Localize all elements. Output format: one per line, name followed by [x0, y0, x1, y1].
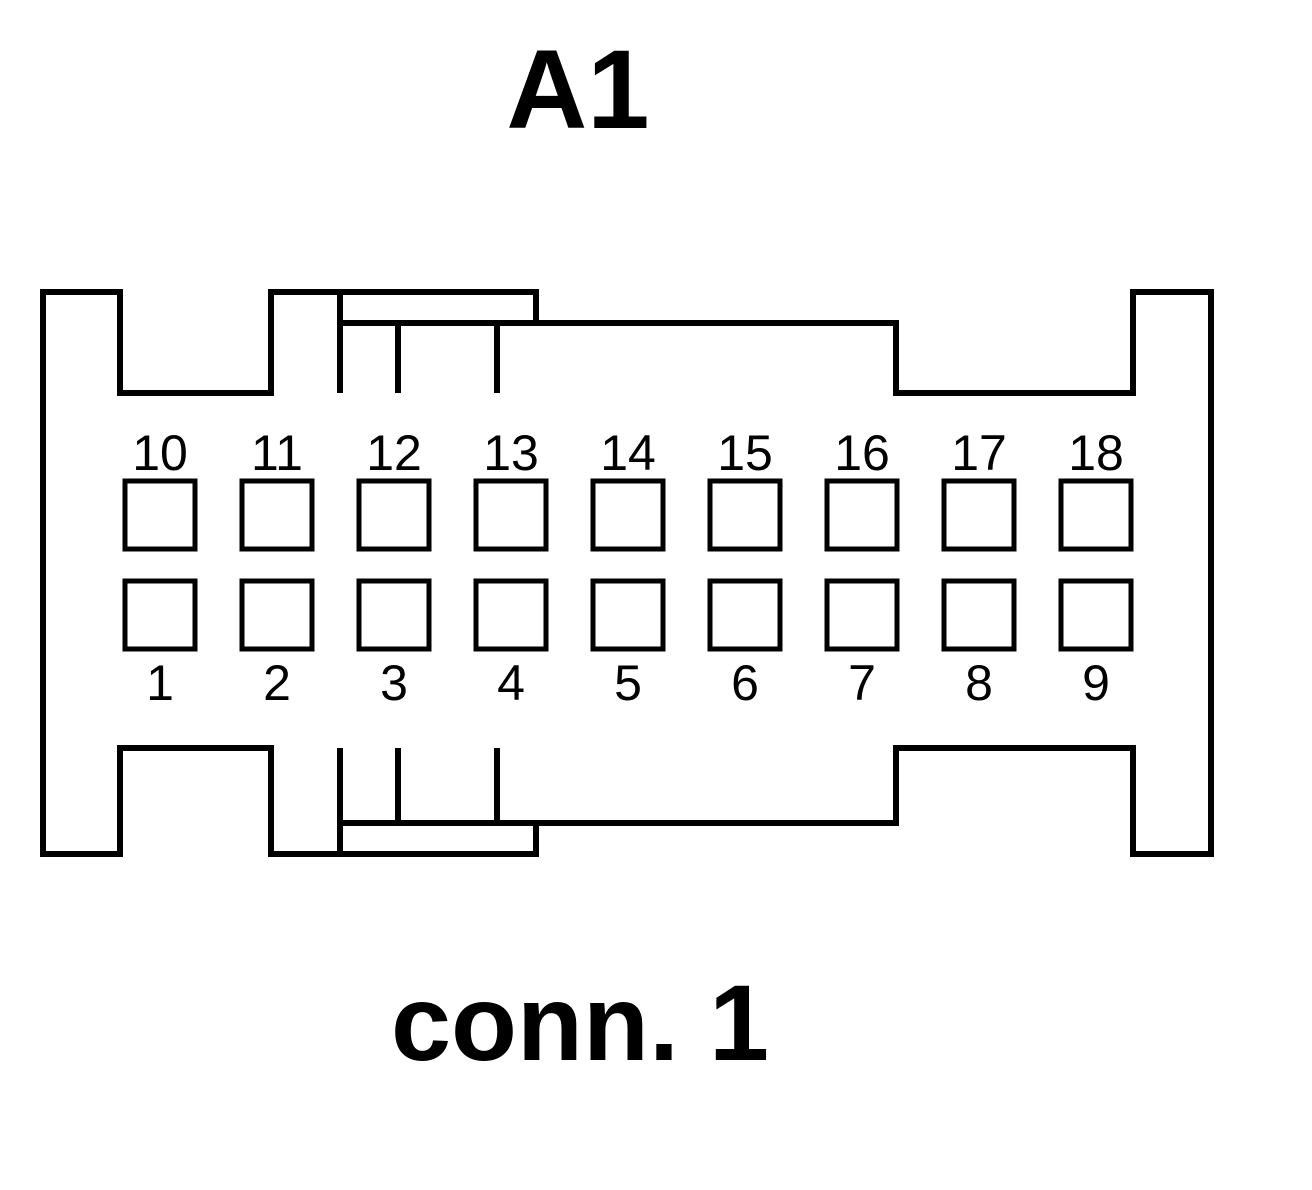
pin-16-cavity	[824, 478, 900, 552]
pin-11-label: 11	[251, 425, 303, 481]
pin-11-cavity	[239, 478, 315, 552]
pin-8-label: 8	[965, 655, 993, 711]
pin-9-label: 9	[1082, 655, 1110, 711]
pin-3-cavity	[356, 578, 432, 652]
pin-row-top: 10 11 12 13 14 15 16 17 18	[122, 425, 1134, 552]
top-latch	[337, 292, 536, 393]
pin-17-label: 17	[951, 425, 1007, 481]
pin-4-label: 4	[497, 655, 525, 711]
pin-14-label: 14	[600, 425, 656, 481]
pin-12-cavity	[356, 478, 432, 552]
pin-18-cavity	[1058, 478, 1134, 552]
pin-1-label: 1	[146, 655, 174, 711]
pin-1-cavity	[122, 578, 198, 652]
pin-7-label: 7	[848, 655, 876, 711]
connector-housing	[40, 289, 1214, 857]
pin-row-bottom: 1 2 3 4 5 6 7 8 9	[122, 578, 1134, 711]
pin-15-label: 15	[717, 425, 773, 481]
pin-8-cavity	[941, 578, 1017, 652]
pin-12-label: 12	[366, 425, 422, 481]
pin-5-cavity	[590, 578, 666, 652]
bottom-latch	[337, 748, 536, 854]
pin-4-cavity	[473, 578, 549, 652]
pin-15-cavity	[707, 478, 783, 552]
pin-3-label: 3	[380, 655, 408, 711]
pin-10-label: 10	[132, 425, 188, 481]
connector-caption: conn. 1	[391, 962, 769, 1083]
housing-outline	[40, 289, 1214, 857]
pin-14-cavity	[590, 478, 666, 552]
pin-6-cavity	[707, 578, 783, 652]
pin-16-label: 16	[834, 425, 890, 481]
pin-2-label: 2	[263, 655, 291, 711]
pin-9-cavity	[1058, 578, 1134, 652]
pin-2-cavity	[239, 578, 315, 652]
pin-17-cavity	[941, 478, 1017, 552]
pin-13-label: 13	[483, 425, 539, 481]
pin-10-cavity	[122, 478, 198, 552]
pin-5-label: 5	[614, 655, 642, 711]
pin-18-label: 18	[1068, 425, 1124, 481]
pin-6-label: 6	[731, 655, 759, 711]
pin-7-cavity	[824, 578, 900, 652]
pin-13-cavity	[473, 478, 549, 552]
connector-title: A1	[506, 27, 649, 152]
